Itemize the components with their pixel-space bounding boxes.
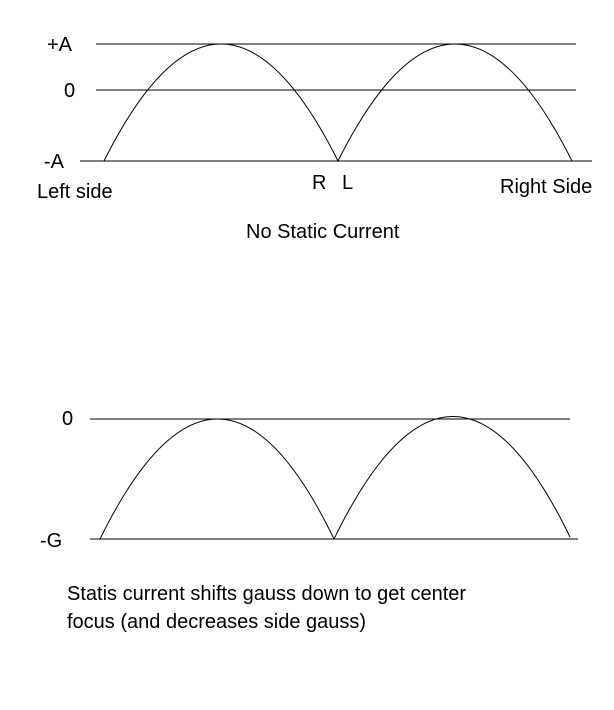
label-r: R xyxy=(312,172,327,194)
label-minus-a: -A xyxy=(44,151,64,173)
label-left-side: Left side xyxy=(37,181,113,203)
label-minus-g: -G xyxy=(40,530,63,552)
caption-no-static-current: No Static Current xyxy=(246,221,400,243)
top-waveform xyxy=(103,43,573,163)
label-plus-a: +A xyxy=(47,34,73,56)
bottom-waveform xyxy=(99,416,571,541)
label-l: L xyxy=(342,172,354,194)
label-right-side: Right Side xyxy=(500,176,593,198)
caption-static-current-line1: Statis current shifts gauss down to get … xyxy=(67,583,467,605)
label-zero-top: 0 xyxy=(64,80,76,102)
label-zero-bottom: 0 xyxy=(62,408,74,430)
caption-static-current-line2: focus (and decreases side gauss) xyxy=(67,611,367,633)
